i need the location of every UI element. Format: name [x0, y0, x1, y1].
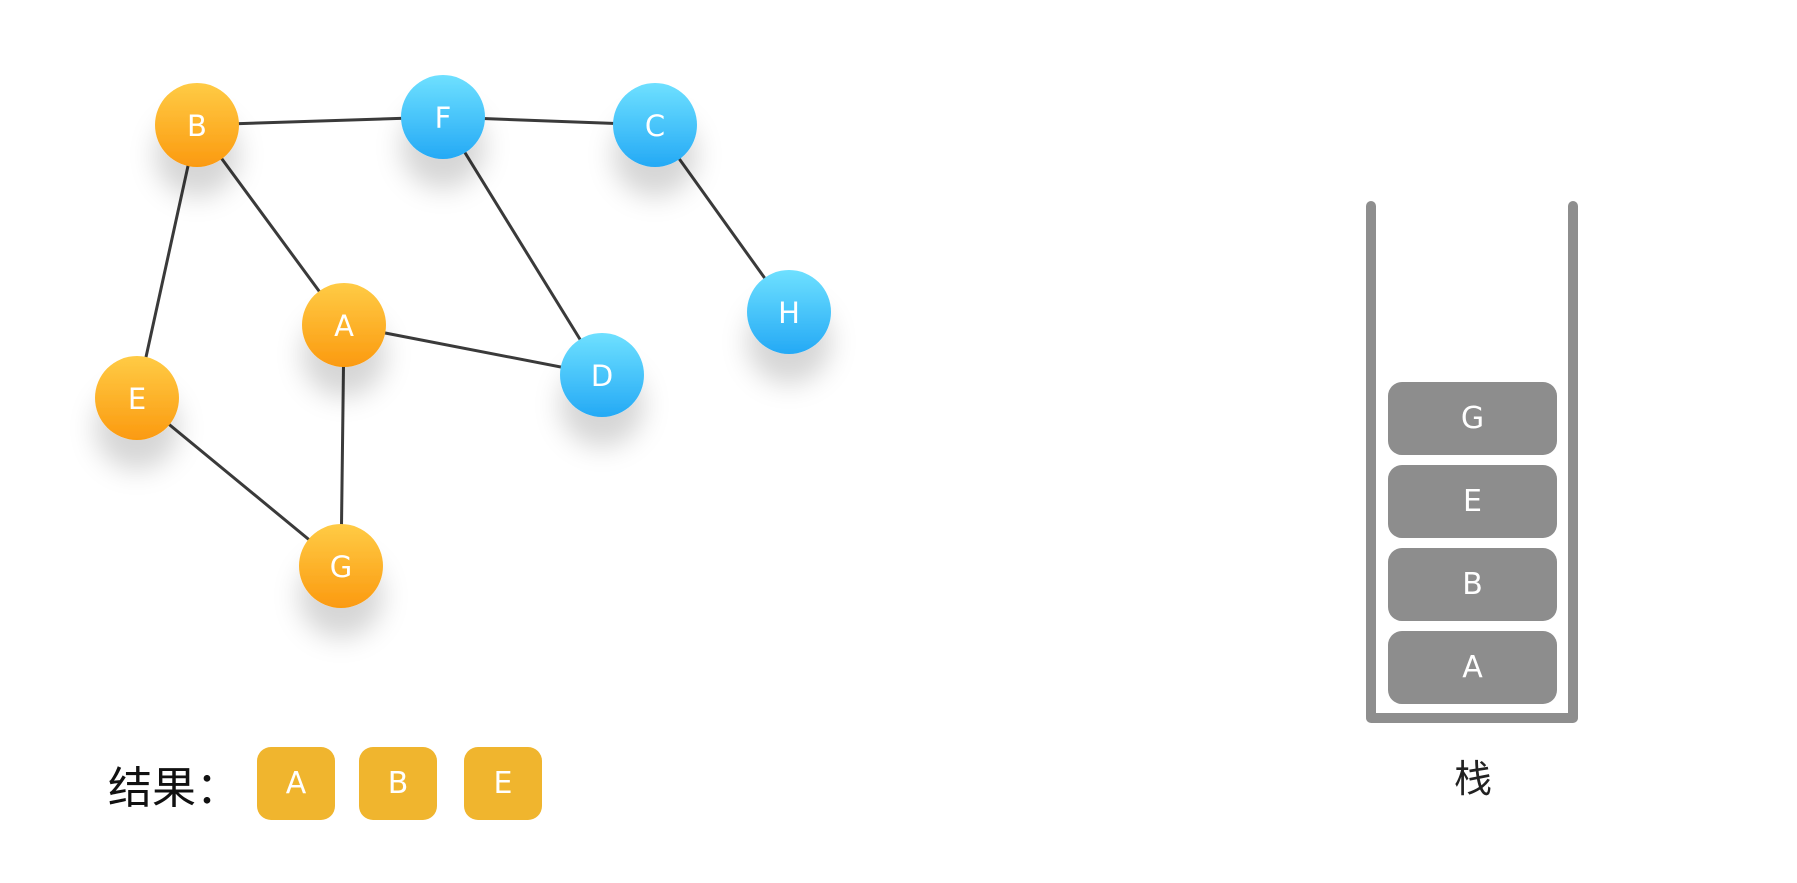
- node-a-circle: [302, 283, 386, 367]
- edge-e-g: [136, 396, 342, 568]
- graph-edges: [135, 115, 791, 568]
- node-b-label: B: [187, 109, 207, 143]
- node-b-circle: [155, 83, 239, 167]
- node-c-label: C: [645, 109, 665, 143]
- node-f-label: F: [435, 101, 452, 135]
- node-e-label: E: [128, 382, 146, 416]
- node-f-circle: [401, 75, 485, 159]
- result-item-b: B: [359, 747, 437, 820]
- graph-nodes: B F C H A D E G: [95, 75, 831, 608]
- node-c: C: [613, 83, 697, 167]
- node-h-label: H: [778, 296, 800, 330]
- stack-item-a: A: [1388, 631, 1557, 704]
- node-h: H: [747, 270, 831, 354]
- node-c-circle: [613, 83, 697, 167]
- node-d-label: D: [591, 359, 613, 393]
- node-e-circle: [95, 356, 179, 440]
- node-f: F: [401, 75, 485, 159]
- node-e: E: [95, 356, 179, 440]
- node-g-circle: [299, 524, 383, 608]
- stack-bottom-wall: [1366, 713, 1578, 723]
- stack-item-b: B: [1388, 548, 1557, 621]
- stack-item-g: G: [1388, 382, 1557, 455]
- node-g: G: [299, 524, 383, 608]
- result-label: 结果：: [108, 763, 240, 814]
- node-d-circle: [560, 333, 644, 417]
- stack-item-e: E: [1388, 465, 1557, 538]
- edge-a-d: [343, 323, 603, 377]
- node-d: D: [560, 333, 644, 417]
- node-g-label: G: [330, 550, 352, 584]
- node-h-circle: [747, 270, 831, 354]
- node-b: B: [155, 83, 239, 167]
- result-item-e: E: [464, 747, 542, 820]
- node-a: A: [302, 283, 386, 367]
- stack-label: 栈: [1453, 757, 1492, 801]
- stack-right-wall: [1568, 201, 1578, 722]
- stack-left-wall: [1366, 201, 1376, 722]
- node-a-label: A: [334, 309, 354, 343]
- edge-f-d: [441, 116, 604, 376]
- edge-b-e: [135, 124, 199, 399]
- result-item-a: A: [257, 747, 335, 820]
